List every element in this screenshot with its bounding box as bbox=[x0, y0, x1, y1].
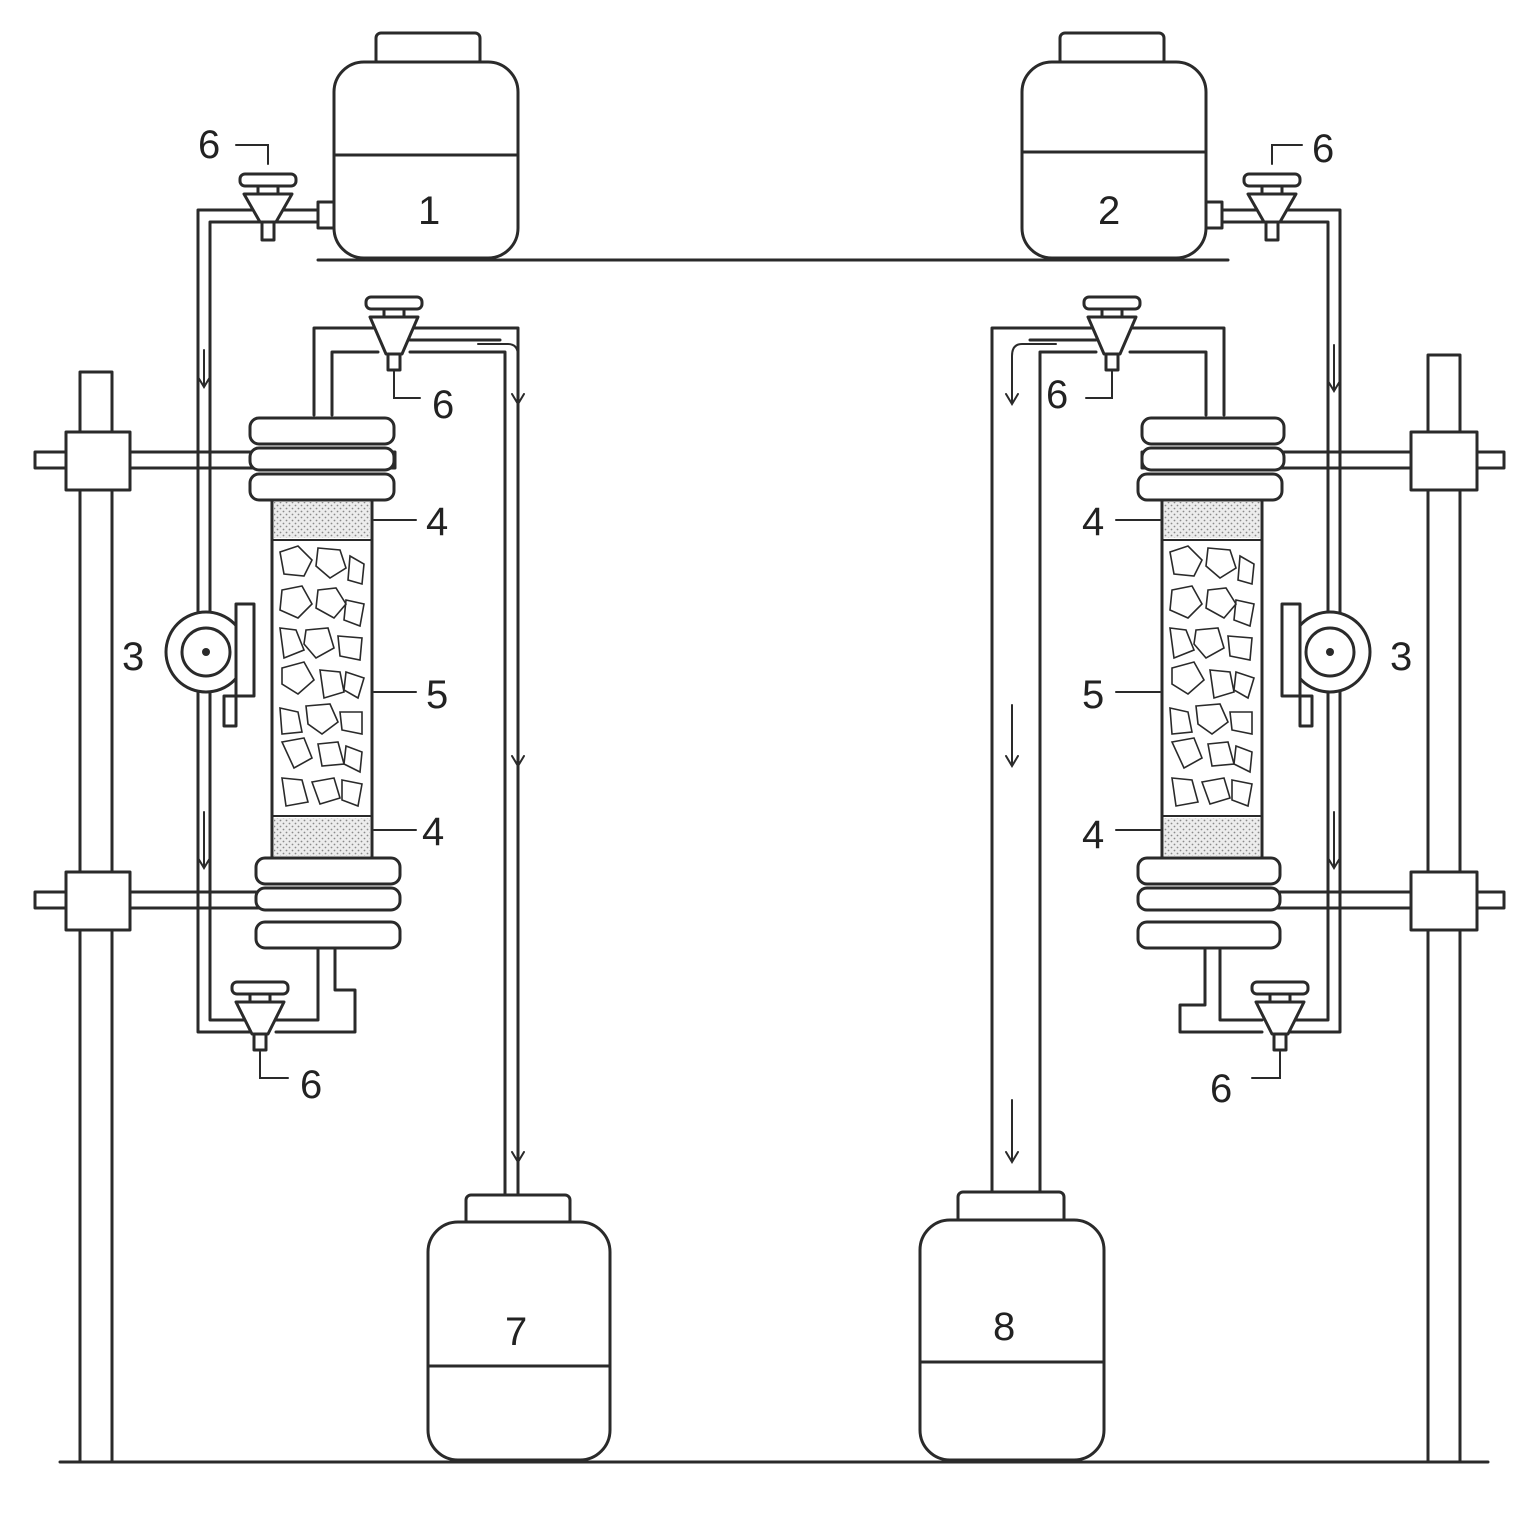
arrow-icon bbox=[1005, 343, 1057, 406]
arrow-icon bbox=[1005, 1099, 1019, 1164]
column-right bbox=[1136, 416, 1286, 950]
valve-left-top bbox=[238, 172, 298, 242]
pump-label: 3 bbox=[1390, 635, 1412, 679]
filter-layer-bottom-left bbox=[274, 818, 370, 856]
filter-layer-top-left bbox=[274, 502, 370, 538]
column-left bbox=[248, 416, 402, 950]
arrow-icon bbox=[511, 719, 525, 768]
clamp-block-left-upper bbox=[64, 430, 132, 492]
arrow-icon bbox=[511, 1111, 525, 1164]
clamp-block-right-lower bbox=[1409, 870, 1479, 932]
filter-layer-label: 4 bbox=[422, 810, 444, 854]
filter-layer-label: 4 bbox=[1082, 813, 1104, 857]
reservoir-2-label: 2 bbox=[1098, 189, 1120, 233]
valve-left-column-top bbox=[364, 295, 424, 372]
valve-label: 6 bbox=[1312, 127, 1334, 171]
packing-label: 5 bbox=[426, 673, 448, 717]
reservoir-2: 2 bbox=[1020, 31, 1224, 260]
collector-8: 8 bbox=[918, 1190, 1106, 1462]
clamp-block-left-lower bbox=[64, 870, 132, 932]
packing-left bbox=[279, 545, 365, 808]
arrow-icon bbox=[1327, 811, 1341, 870]
reservoir-1: 1 bbox=[316, 31, 520, 260]
collector-8-label: 8 bbox=[993, 1305, 1015, 1349]
packing-right bbox=[1169, 545, 1255, 808]
flow-arrows bbox=[197, 343, 1341, 1164]
leader-lines bbox=[235, 144, 1303, 1079]
arrow-icon bbox=[1327, 344, 1341, 393]
filter-layer-top-right bbox=[1164, 502, 1260, 538]
tube-right-top-outlet bbox=[990, 326, 1226, 1197]
valve-right-column-top bbox=[1082, 295, 1142, 372]
valve-label: 6 bbox=[432, 383, 454, 427]
reservoir-1-label: 1 bbox=[418, 189, 440, 233]
valve-label: 6 bbox=[198, 123, 220, 167]
valve-left-bottom bbox=[230, 980, 290, 1052]
arrow-icon bbox=[197, 349, 211, 389]
filter-layer-label: 4 bbox=[1082, 500, 1104, 544]
valve-right-top bbox=[1242, 172, 1302, 242]
valve-label: 6 bbox=[1210, 1067, 1232, 1111]
filter-layer-label: 4 bbox=[426, 500, 448, 544]
valve-right-bottom bbox=[1250, 980, 1310, 1052]
pump-right bbox=[1280, 602, 1372, 728]
filter-layer-bottom-right bbox=[1164, 818, 1260, 856]
pump-left bbox=[164, 602, 256, 728]
pump-label: 3 bbox=[122, 635, 144, 679]
arrow-icon bbox=[197, 811, 211, 870]
valve-label: 6 bbox=[1046, 373, 1068, 417]
collector-7: 7 bbox=[426, 1193, 612, 1462]
collector-7-label: 7 bbox=[505, 1310, 527, 1354]
tube-left-top-outlet bbox=[312, 326, 520, 1197]
arrow-icon bbox=[477, 343, 525, 406]
packing-label: 5 bbox=[1082, 673, 1104, 717]
arrow-icon bbox=[1005, 704, 1019, 768]
clamp-block-right-upper bbox=[1409, 430, 1479, 492]
valve-label: 6 bbox=[300, 1063, 322, 1107]
